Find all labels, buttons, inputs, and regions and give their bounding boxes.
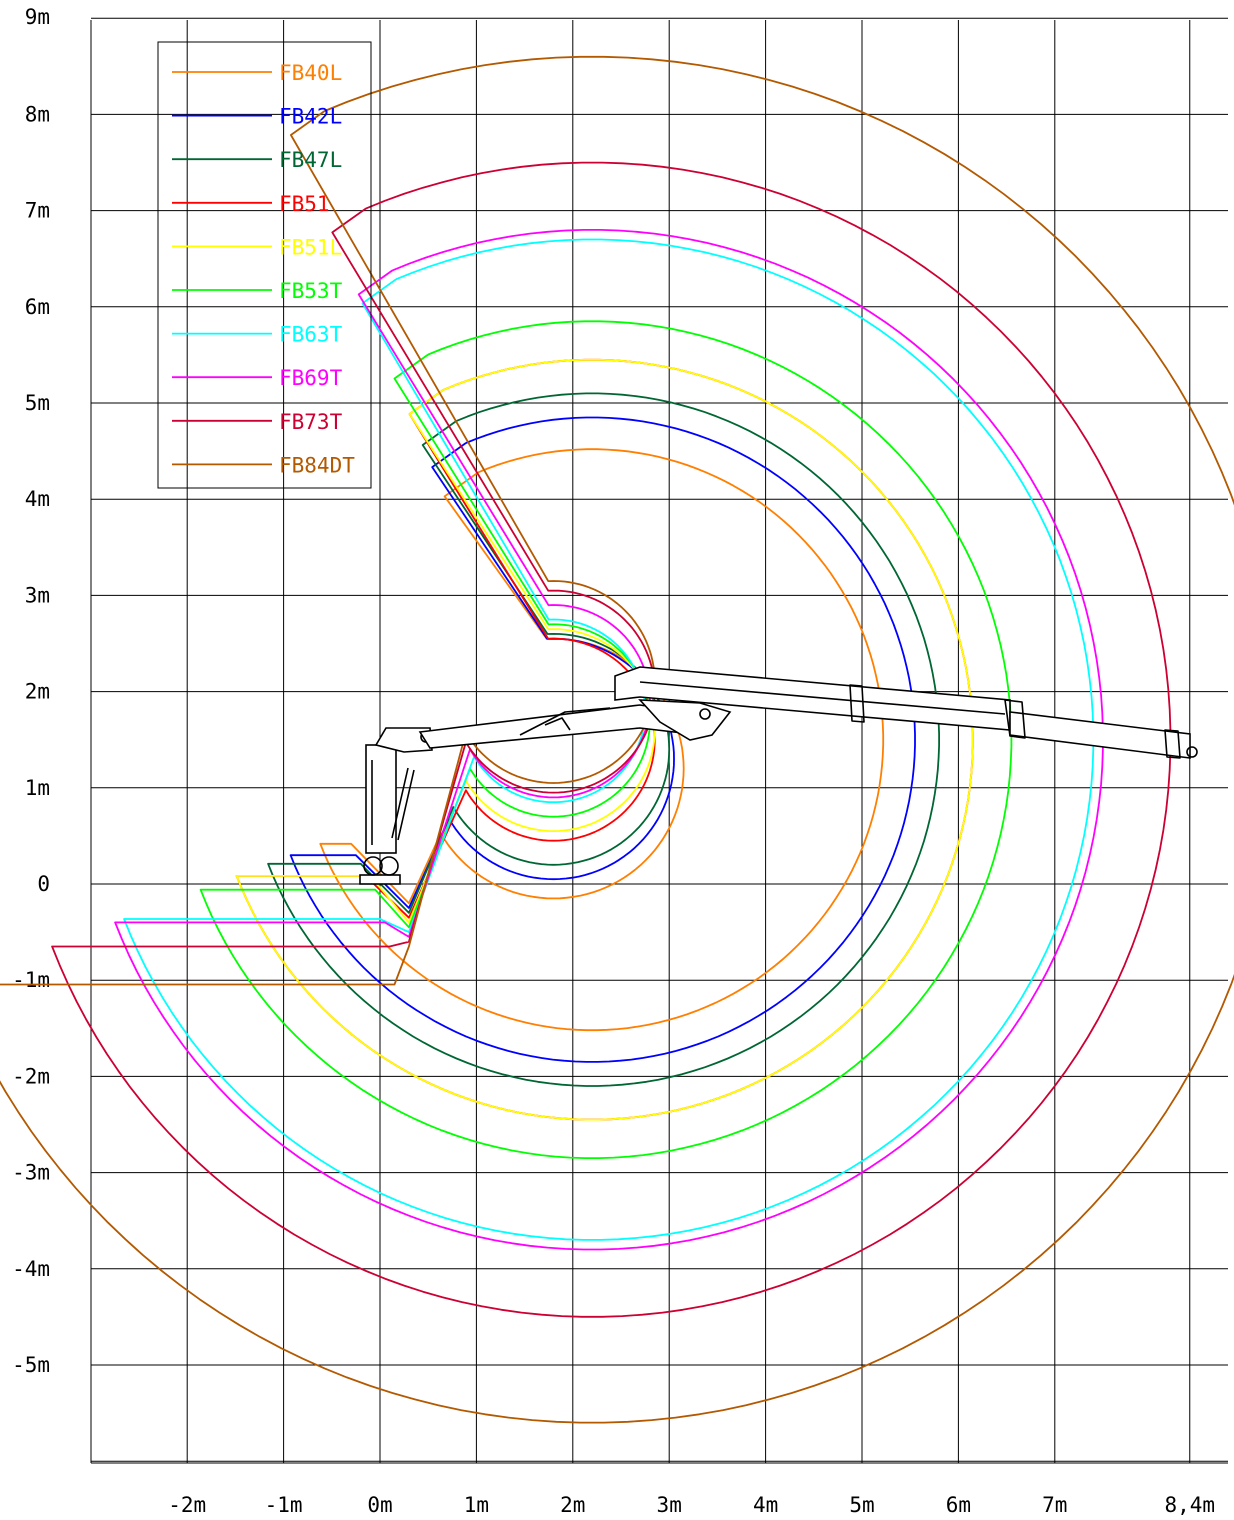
envelope-fb40l <box>319 448 885 1032</box>
envelope-fb53t <box>199 320 1013 1159</box>
x-tick-label: 7m <box>1042 1493 1067 1517</box>
grid: -2m -1m 0m 1m 2m 3m 4m 5m 6m 7m 8,4m 9m 8m 7m 6m 5m 4m 3m… <box>12 5 1228 1517</box>
crane-slew-left <box>363 856 383 876</box>
legend-entry-label: FB51L <box>279 235 342 259</box>
x-tick-label: -2m <box>168 1493 206 1517</box>
y-tick-label: 1m <box>25 776 50 800</box>
x-tick-label: 8,4m <box>1164 1493 1215 1517</box>
x-tick-label: -1m <box>265 1493 303 1517</box>
legend-entry-label: FB47L <box>279 148 342 172</box>
y-tick-label: 6m <box>25 295 50 319</box>
envelope-fb69t <box>114 229 1104 1251</box>
crane-knuckle-pivot <box>699 708 711 720</box>
crane-slew-right <box>379 856 399 876</box>
x-tick-label: 2m <box>560 1493 585 1517</box>
legend-entry-label: FB51 <box>279 192 330 216</box>
envelope-fb63t <box>123 238 1095 1241</box>
legend-entry-label: FB53T <box>279 279 343 303</box>
y-tick-label: 7m <box>25 199 50 223</box>
y-tick-label: 9m <box>25 5 50 29</box>
y-tick-label: 5m <box>25 391 50 415</box>
y-tick-label: -2m <box>12 1064 50 1088</box>
x-tick-label: 6m <box>946 1493 971 1517</box>
crane-column <box>365 744 397 854</box>
legend-entry-label: FB40L <box>279 61 342 85</box>
x-tick-label: 0m <box>367 1493 392 1517</box>
crane-extension <box>1009 711 1191 759</box>
envelope-fb47l <box>267 392 940 1087</box>
crane-tip <box>1186 746 1198 758</box>
legend-entry-label: FB84DT <box>279 453 355 477</box>
legend-entry-label: FB73T <box>279 410 343 434</box>
y-tick-label: 8m <box>25 102 50 126</box>
y-tick-label: 0 <box>37 872 50 896</box>
y-tick-label: 2m <box>25 680 50 704</box>
y-tick-label: -5m <box>12 1353 50 1377</box>
legend-entry-label: FB69T <box>279 366 343 390</box>
y-tick-label: -1m <box>12 968 50 992</box>
legend-entry-label: FB63T <box>279 323 343 347</box>
y-tick-label: 3m <box>25 583 50 607</box>
y-tick-label: 4m <box>25 487 50 511</box>
envelope-fb42l <box>289 416 916 1063</box>
legend-box <box>157 41 372 489</box>
x-tick-label: 5m <box>849 1493 874 1517</box>
y-tick-label: -4m <box>12 1257 50 1281</box>
crane-inner-boom-detail <box>519 707 611 736</box>
legend-entry-label: FB42L <box>279 105 342 129</box>
crane-main-cylinder <box>391 767 415 841</box>
crane-drawing <box>359 666 1198 885</box>
y-tick-label: -3m <box>12 1161 50 1185</box>
crane-base-plate <box>359 874 401 885</box>
x-tick-label: 4m <box>753 1493 778 1517</box>
crane-boom-sections <box>639 681 1181 759</box>
envelope-fb73t <box>51 161 1172 1318</box>
envelope-fb51l <box>235 358 974 1121</box>
x-tick-label: 3m <box>657 1493 682 1517</box>
x-tick-label: 1m <box>464 1493 489 1517</box>
